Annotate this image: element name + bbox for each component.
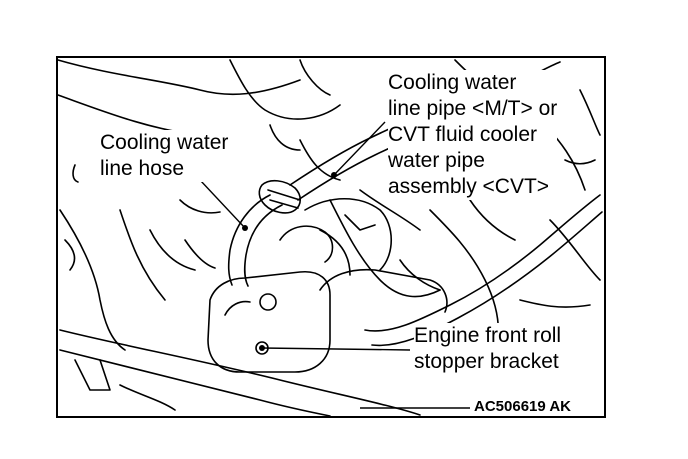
figure-code: AC506619 AK [474, 398, 571, 415]
leader-dot-bracket [259, 345, 265, 351]
label-pipe-line-2: line pipe <M/T> or [388, 97, 558, 120]
label-hose: Cooling water line hose [100, 130, 229, 182]
label-pipe-line-4: water pipe [388, 149, 485, 172]
leader-bracket [262, 348, 410, 350]
leader-hose [200, 180, 245, 228]
leader-dot-pipe [331, 172, 337, 178]
label-hose-line-1: Cooling water [100, 131, 229, 154]
label-hose-line-2: line hose [100, 157, 185, 180]
leader-lines [200, 122, 470, 408]
label-pipe-line-5: assembly <CVT> [388, 175, 550, 198]
label-bracket: Engine front roll stopper bracket [414, 323, 562, 375]
label-bracket-line-1: Engine front roll [414, 324, 562, 347]
leader-pipe [334, 122, 385, 175]
label-pipe-line-1: Cooling water [388, 71, 517, 94]
label-pipe: Cooling water line pipe <M/T> or CVT flu… [388, 70, 558, 200]
label-pipe-line-3: CVT fluid cooler [388, 123, 538, 146]
label-bracket-line-2: stopper bracket [414, 350, 559, 373]
leader-dot-hose [242, 225, 248, 231]
